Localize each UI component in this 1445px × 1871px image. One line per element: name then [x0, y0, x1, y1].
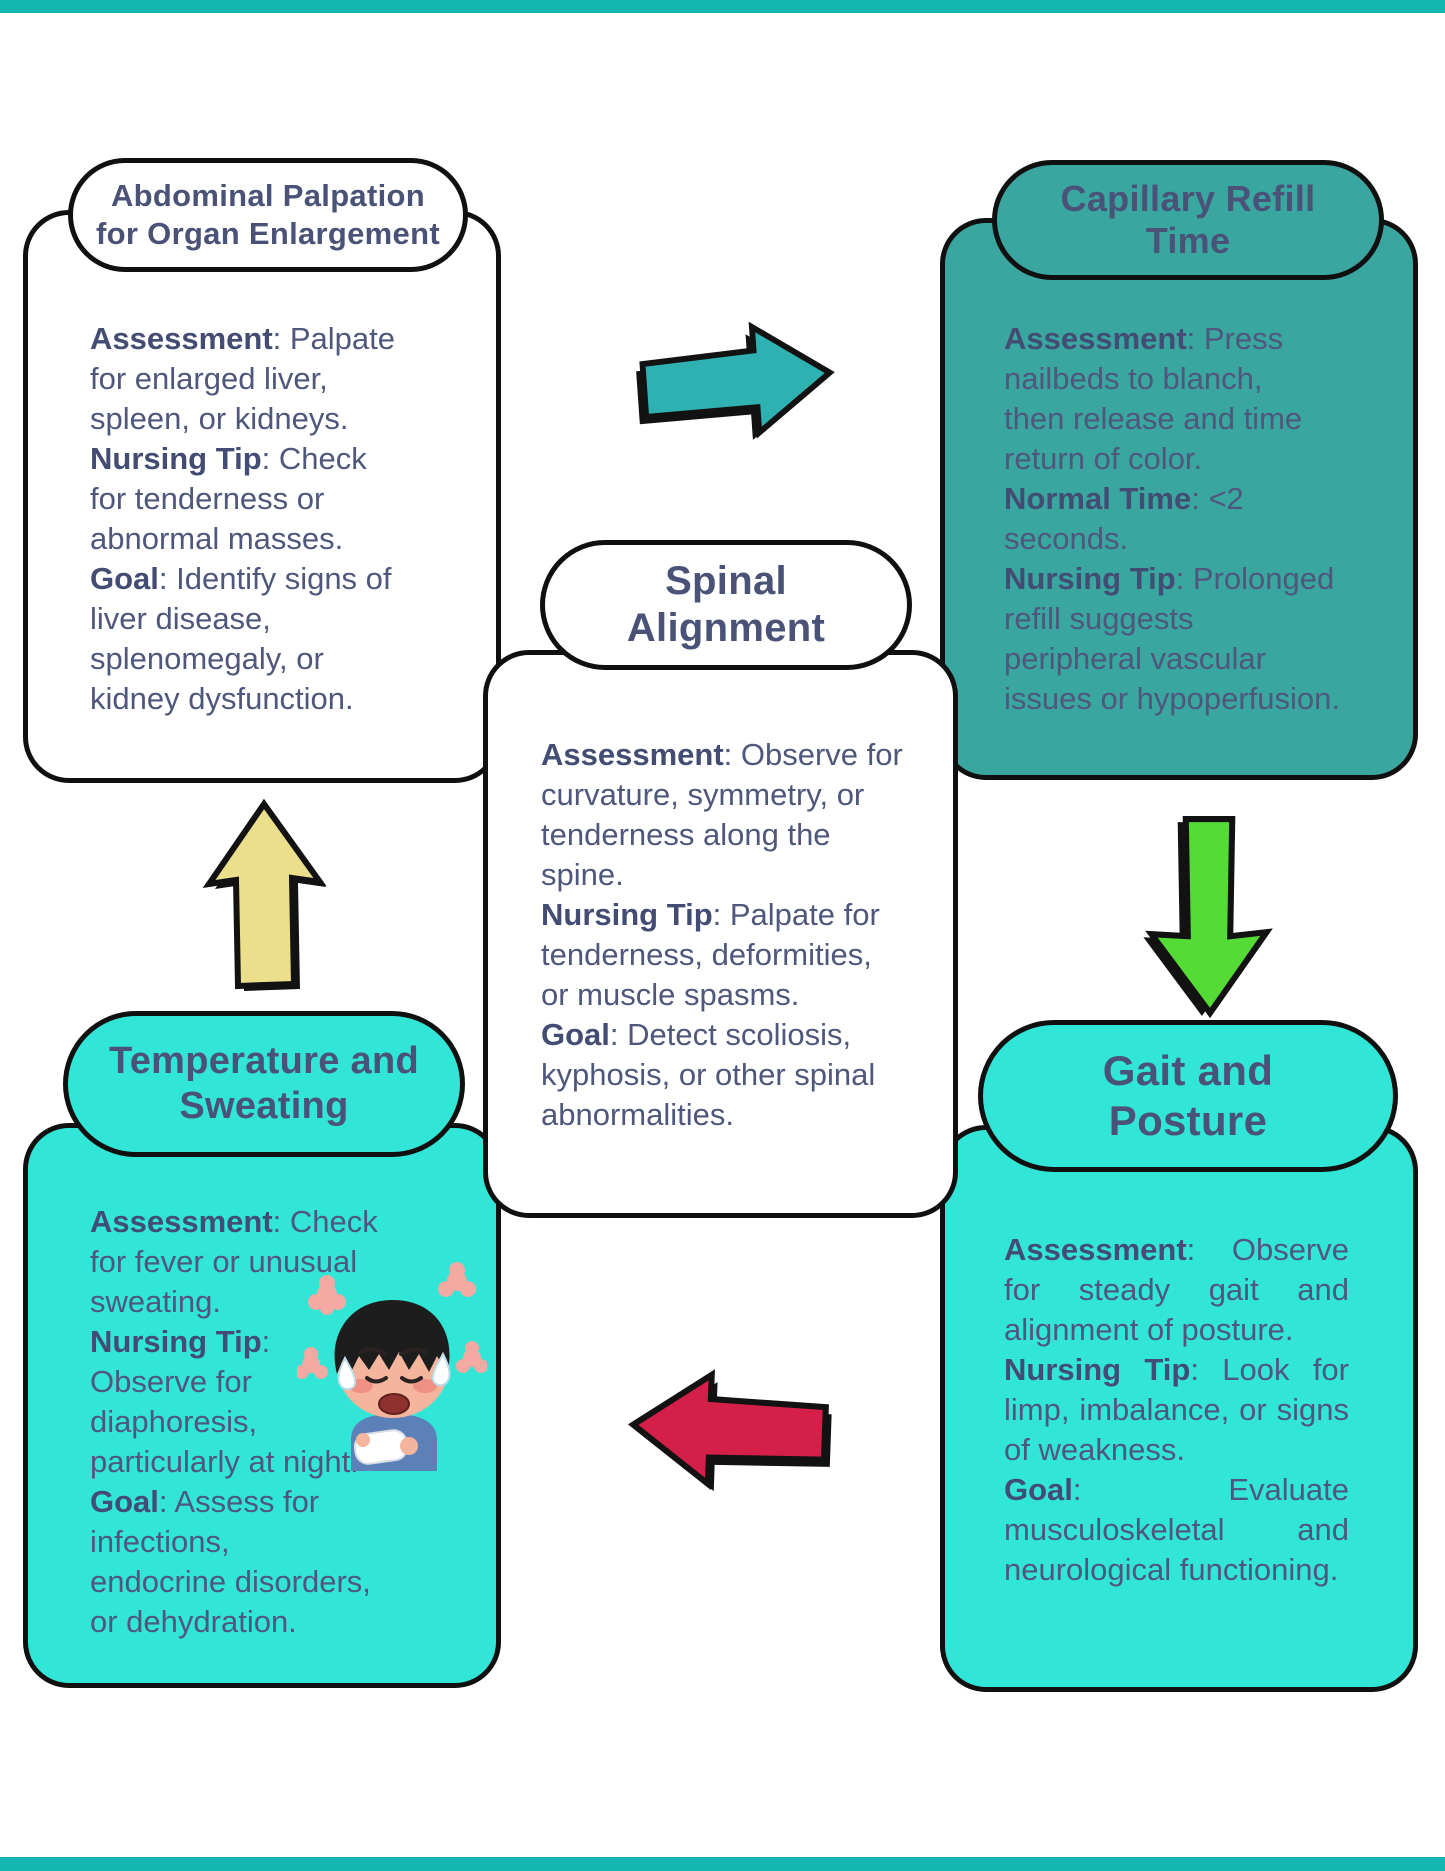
card-section: Goal: Identify signs of liver disease, s… [90, 561, 392, 716]
card-spinal-body: Assessment: Observe for curvature, symme… [541, 735, 936, 1135]
card-section: Normal Time: <2 seconds. [1004, 481, 1244, 556]
card-section: Nursing Tip: Palpate for tenderness, def… [541, 897, 880, 1012]
card-gait-posture: Assessment: Observe for steady gait and … [940, 1125, 1418, 1692]
card-section: Nursing Tip: Observe for diaphoresis, pa… [90, 1324, 359, 1479]
card-section: Goal: Evaluate musculoskeletal and neuro… [1004, 1472, 1349, 1587]
card-temperature-title: Temperature and Sweating [109, 1040, 419, 1127]
card-spinal-title: Spinal Alignment [626, 559, 826, 650]
card-capillary-title-pill: Capillary Refill Time [992, 160, 1384, 280]
card-section: Nursing Tip: Prolonged refill suggests p… [1004, 561, 1341, 716]
card-section: Assessment: Observe for steady gait and … [1004, 1232, 1349, 1347]
card-capillary-refill: Assessment: Press nailbeds to blanch, th… [940, 218, 1418, 780]
card-abdominal-body: Assessment: Palpate for enlarged liver, … [90, 319, 455, 719]
flow-arrow-left-icon [627, 1369, 832, 1492]
card-abdominal-palpation: Assessment: Palpate for enlarged liver, … [23, 210, 501, 783]
card-temperature-body: Assessment: Check for fever or unusual s… [90, 1202, 420, 1642]
card-abdominal-title-pill: Abdominal Palpation for Organ Enlargemen… [68, 158, 468, 272]
card-section: Assessment: Observe for curvature, symme… [541, 737, 903, 892]
top-accent-strip [0, 0, 1445, 13]
bottom-accent-strip [0, 1857, 1445, 1871]
card-section: Assessment: Palpate for enlarged liver, … [90, 321, 396, 436]
card-capillary-title: Capillary Refill Time [1060, 178, 1316, 261]
card-gait-body: Assessment: Observe for steady gait and … [1004, 1230, 1349, 1590]
flow-arrow-right-icon [636, 321, 835, 440]
card-gait-title: Gait and Posture [1102, 1047, 1274, 1144]
card-section: Assessment: Press nailbeds to blanch, th… [1004, 321, 1303, 476]
card-section: Goal: Assess for infections, endocrine d… [90, 1484, 371, 1639]
card-capillary-body: Assessment: Press nailbeds to blanch, th… [1004, 319, 1384, 719]
card-gait-title-pill: Gait and Posture [978, 1020, 1398, 1172]
card-section: Nursing Tip: Look for limp, imbalance, o… [1004, 1352, 1349, 1467]
card-section: Nursing Tip: Check for tenderness or abn… [90, 441, 367, 556]
sweating-child-illustration [297, 1262, 487, 1471]
card-spinal-title-pill: Spinal Alignment [540, 540, 912, 670]
card-section: Assessment: Check for fever or unusual s… [90, 1204, 378, 1319]
card-section: Goal: Detect scoliosis, kyphosis, or oth… [541, 1017, 876, 1132]
flow-arrow-down-icon [1143, 816, 1273, 1019]
card-temperature-title-pill: Temperature and Sweating [63, 1011, 465, 1157]
flow-arrow-up-icon [202, 798, 327, 991]
card-abdominal-title: Abdominal Palpation for Organ Enlargemen… [96, 178, 440, 251]
card-spinal-alignment: Assessment: Observe for curvature, symme… [483, 650, 958, 1218]
